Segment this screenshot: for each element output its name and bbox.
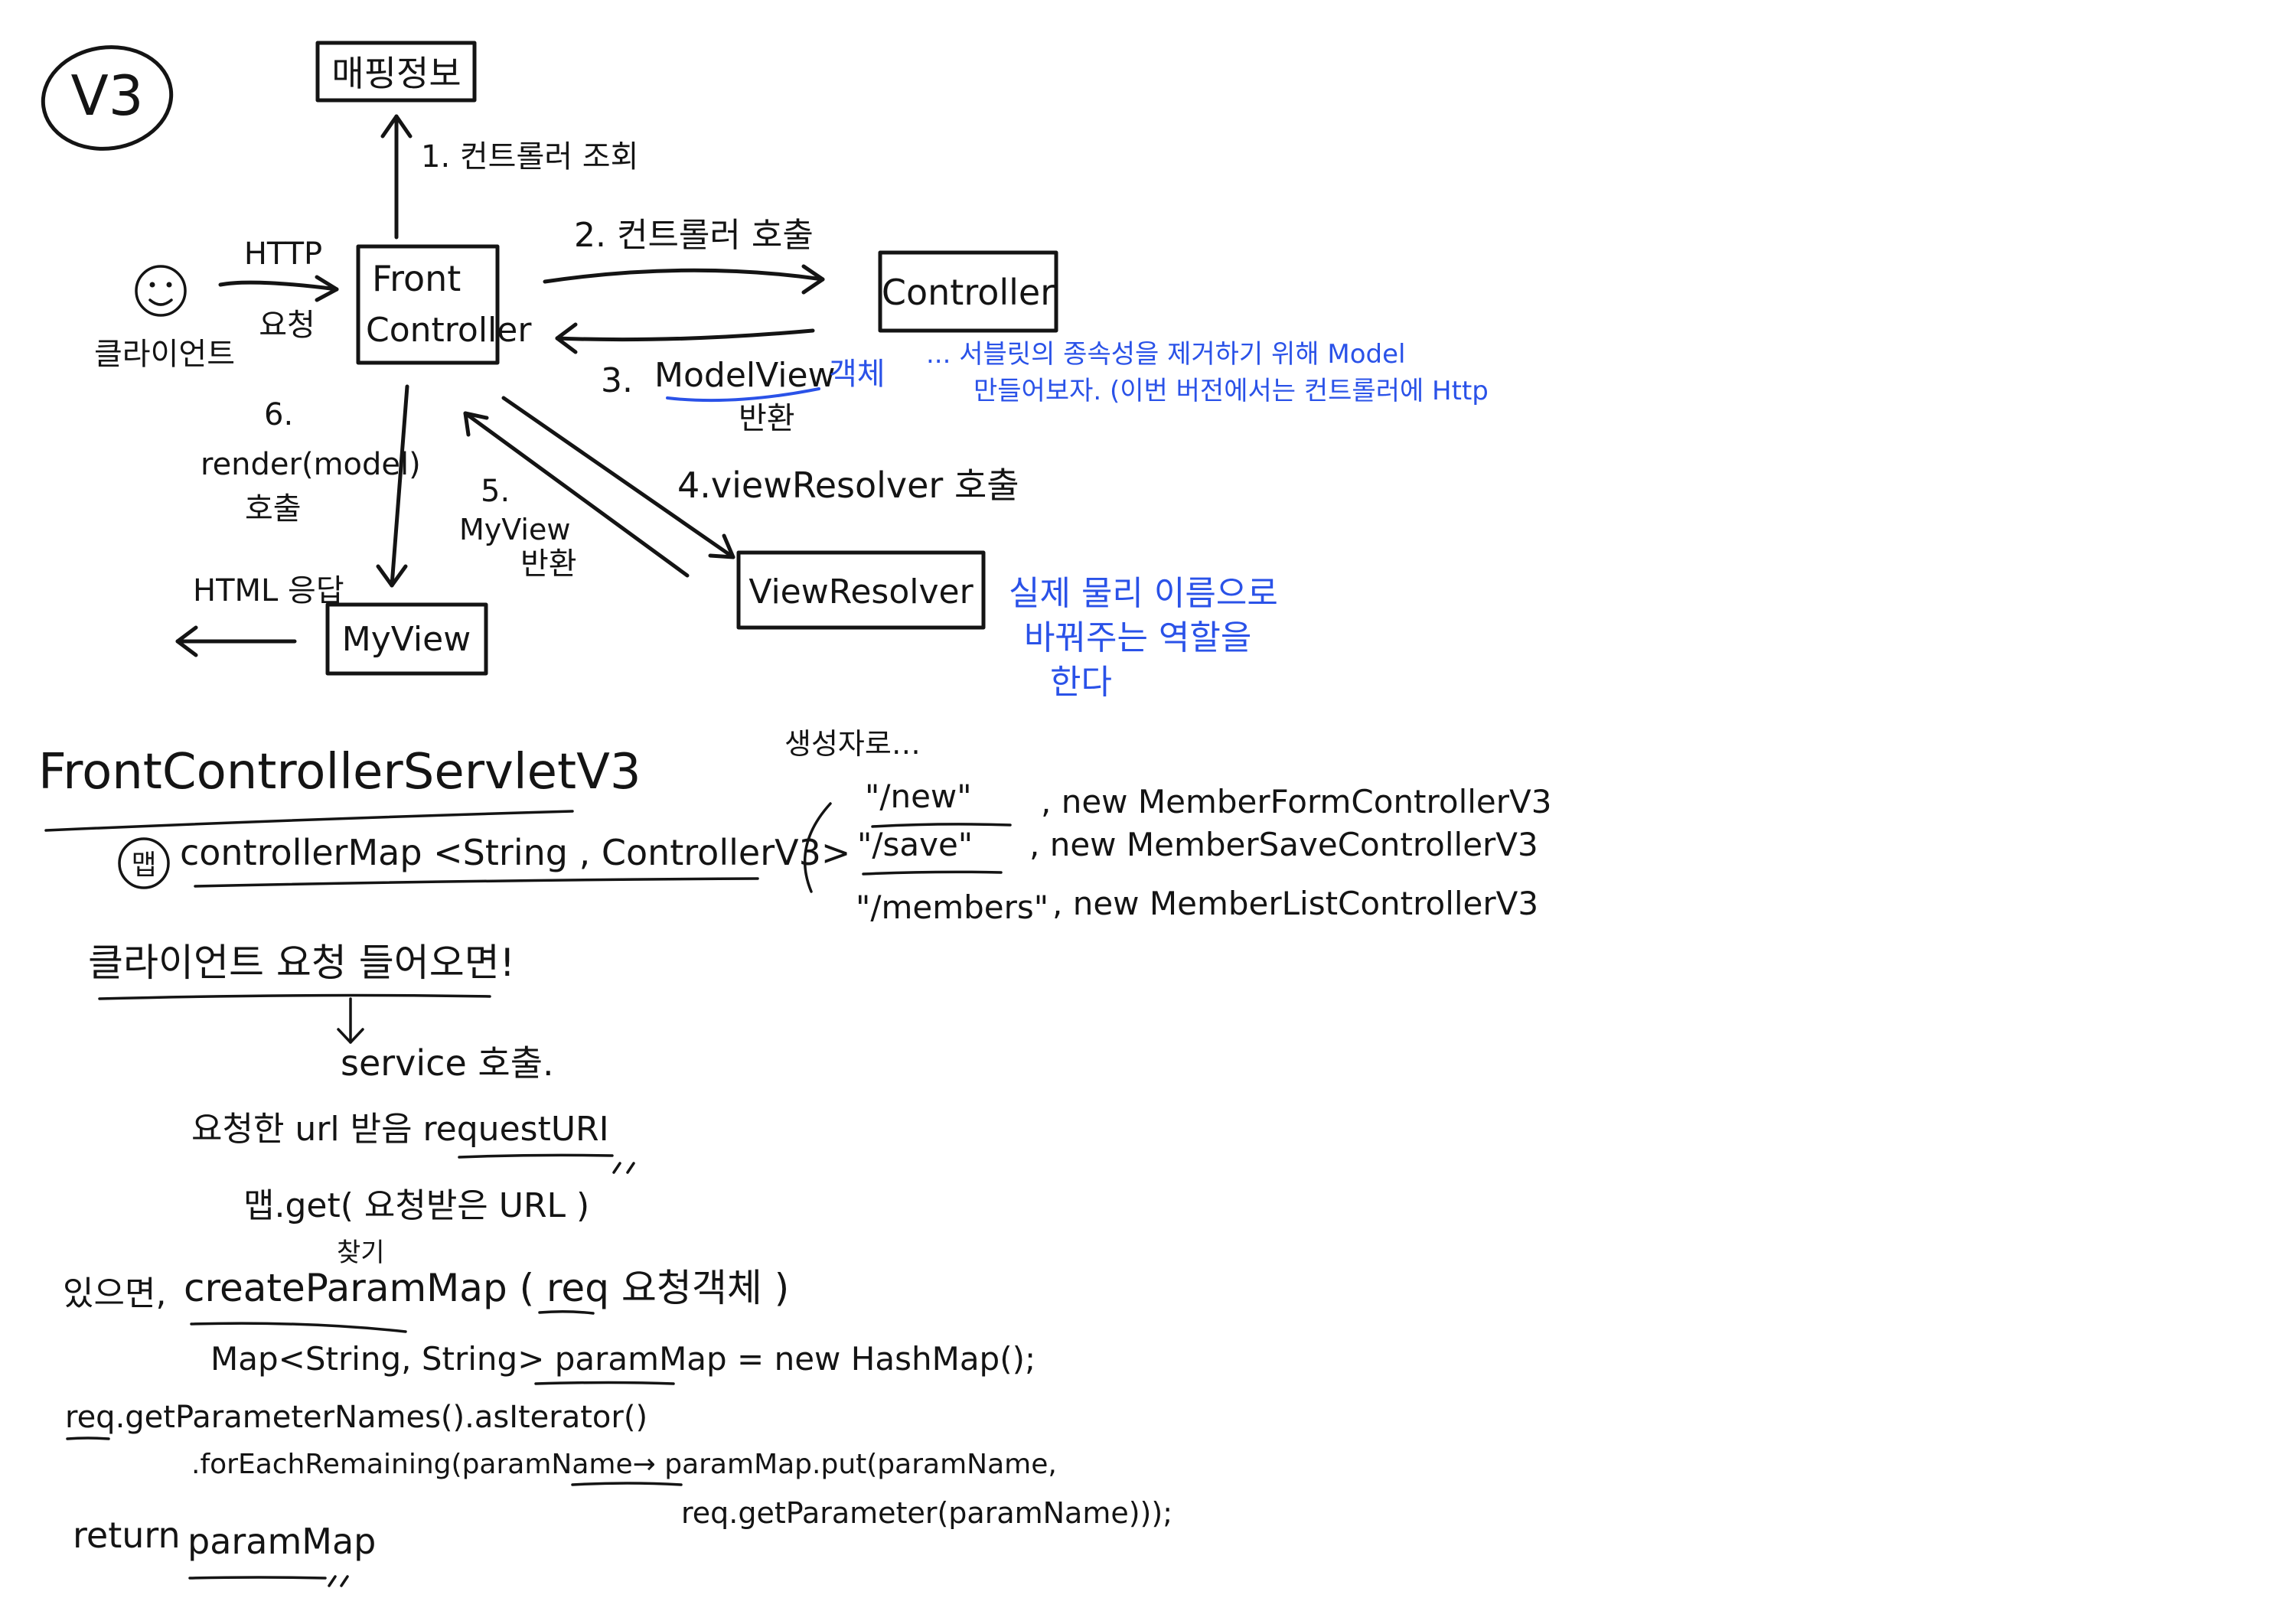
arrow-lookup — [380, 114, 413, 240]
version-badge: V3 — [41, 45, 174, 151]
req-underline — [66, 1436, 110, 1440]
resolver-note-line1: 실제 물리 이름으로 — [1009, 574, 1278, 613]
return-keyword: return — [73, 1515, 181, 1556]
map-entry-save-key: "/save" — [857, 826, 973, 863]
request-uri-line: 요청한 url 받음 requestURI — [191, 1110, 609, 1149]
model-note-line2: 만들어보자. (이번 버전에서는 컨트롤러에 Http — [974, 376, 1489, 406]
step4-label: 4.viewResolver 호출 — [677, 465, 1019, 506]
mapping-info-label: 매핑정보 — [331, 53, 461, 94]
service-call-line: service 호출. — [341, 1042, 554, 1084]
step1-label: 1. 컨트롤러 조회 — [421, 139, 638, 174]
front-controller-node: Front Controller — [356, 244, 532, 365]
constructor-brace — [803, 802, 832, 893]
step5-line1: MyView — [459, 513, 570, 546]
constructor-label: 생성자로… — [784, 727, 921, 761]
map-entry-members-value: , new MemberListControllerV3 — [1052, 885, 1538, 922]
client-request-line: 클라이언트 요청 들어오면! — [88, 941, 515, 985]
http-label-line1: HTTP — [244, 236, 322, 272]
arrow-return-myview — [463, 411, 690, 578]
controller-label: Controller — [882, 272, 1055, 313]
step6-number: 6. — [264, 397, 293, 432]
modelview-underline — [666, 387, 820, 403]
my-view-node: MyView — [325, 602, 488, 676]
version-badge-text: V3 — [70, 64, 143, 128]
map-entry-new-value: , new MemberFormControllerV3 — [1041, 783, 1551, 820]
front-controller-label-line1: Front — [372, 258, 461, 299]
resolver-note-line2: 바꿔주는 역할을 — [1024, 618, 1251, 657]
step2-label: 2. 컨트롤러 호출 — [574, 216, 814, 255]
smiley-face-icon — [135, 265, 187, 317]
step6-line1: render(model) — [201, 447, 421, 482]
return-value: paramMap — [188, 1521, 376, 1562]
arrow-return-modelview — [555, 322, 815, 354]
map-declaration: controllerMap <String , ControllerV3> — [180, 832, 850, 873]
map-badge-circle — [118, 837, 170, 889]
step6-line2: 호출 — [245, 491, 302, 527]
resolver-note-line3: 한다 — [1050, 663, 1112, 702]
arrow-http-request — [218, 275, 339, 302]
map-entry-new-underline — [871, 823, 1012, 828]
step3-return: 반환 — [739, 401, 795, 436]
arrow-html-response — [175, 625, 297, 657]
req-line: req.getParameterNames().asIterator() — [65, 1400, 647, 1435]
view-resolver-label: ViewResolver — [748, 572, 974, 611]
param-map-underline — [534, 1381, 675, 1385]
front-controller-label-line2: Controller — [366, 311, 532, 350]
arrow-call-controller — [543, 264, 825, 295]
controller-node: Controller — [878, 250, 1058, 333]
view-resolver-node: ViewResolver — [736, 550, 986, 630]
mapping-info-node: 매핑정보 — [315, 41, 477, 103]
map-line: Map<String, String> paramMap = new HashM… — [210, 1340, 1035, 1378]
map-entry-save-value: , new MemberSaveControllerV3 — [1029, 826, 1538, 863]
arrow-call-viewresolver — [501, 396, 735, 559]
arrow-render — [376, 384, 409, 588]
map-entry-save-underline — [862, 870, 1003, 876]
map-entry-members-key: "/members" — [856, 889, 1049, 926]
my-view-label: MyView — [342, 620, 471, 659]
req-arg-underline — [538, 1309, 595, 1315]
foreach-line: .forEachRemaining(paramName→ paramMap.pu… — [191, 1449, 1057, 1480]
return-tick — [328, 1575, 349, 1587]
create-param-underline — [190, 1322, 407, 1333]
step3-number: 3. — [601, 361, 633, 400]
foreach-parammap-underline — [571, 1482, 683, 1486]
find-line: 찾기 — [337, 1238, 385, 1268]
arrow-to-service — [337, 997, 364, 1044]
map-entry-new-key: "/new" — [865, 778, 972, 815]
if-exists-label: 있으면, — [63, 1274, 166, 1313]
request-uri-tick — [612, 1162, 635, 1174]
servlet-title: FrontControllerServletV3 — [38, 744, 641, 801]
get-param-line: req.getParameter(paramName))); — [681, 1496, 1172, 1530]
map-badge: 맵 — [131, 850, 156, 881]
step5-number: 5. — [481, 474, 510, 509]
request-uri-underline — [458, 1153, 614, 1159]
client-label: 클라이언트 — [94, 337, 235, 372]
step5-line2: 반환 — [520, 546, 577, 582]
client-node: 클라이언트 — [94, 265, 235, 372]
return-underline — [188, 1576, 327, 1580]
servlet-title-underline — [44, 810, 574, 832]
http-label-line2: 요청 — [259, 308, 315, 343]
step3-object: 객체 — [829, 357, 885, 392]
map-declaration-underline — [194, 877, 759, 888]
client-request-underline — [98, 993, 491, 1000]
map-get-line: 맵.get( 요청받은 URL ) — [243, 1186, 589, 1225]
html-response-label: HTML 응답 — [193, 573, 344, 608]
create-param-line: createParamMap ( req 요청객체 ) — [184, 1266, 789, 1310]
step3-modelview: ModelView — [654, 356, 836, 395]
model-note-line1: ... 서블릿의 종속성을 제거하기 위해 Model — [926, 339, 1405, 370]
